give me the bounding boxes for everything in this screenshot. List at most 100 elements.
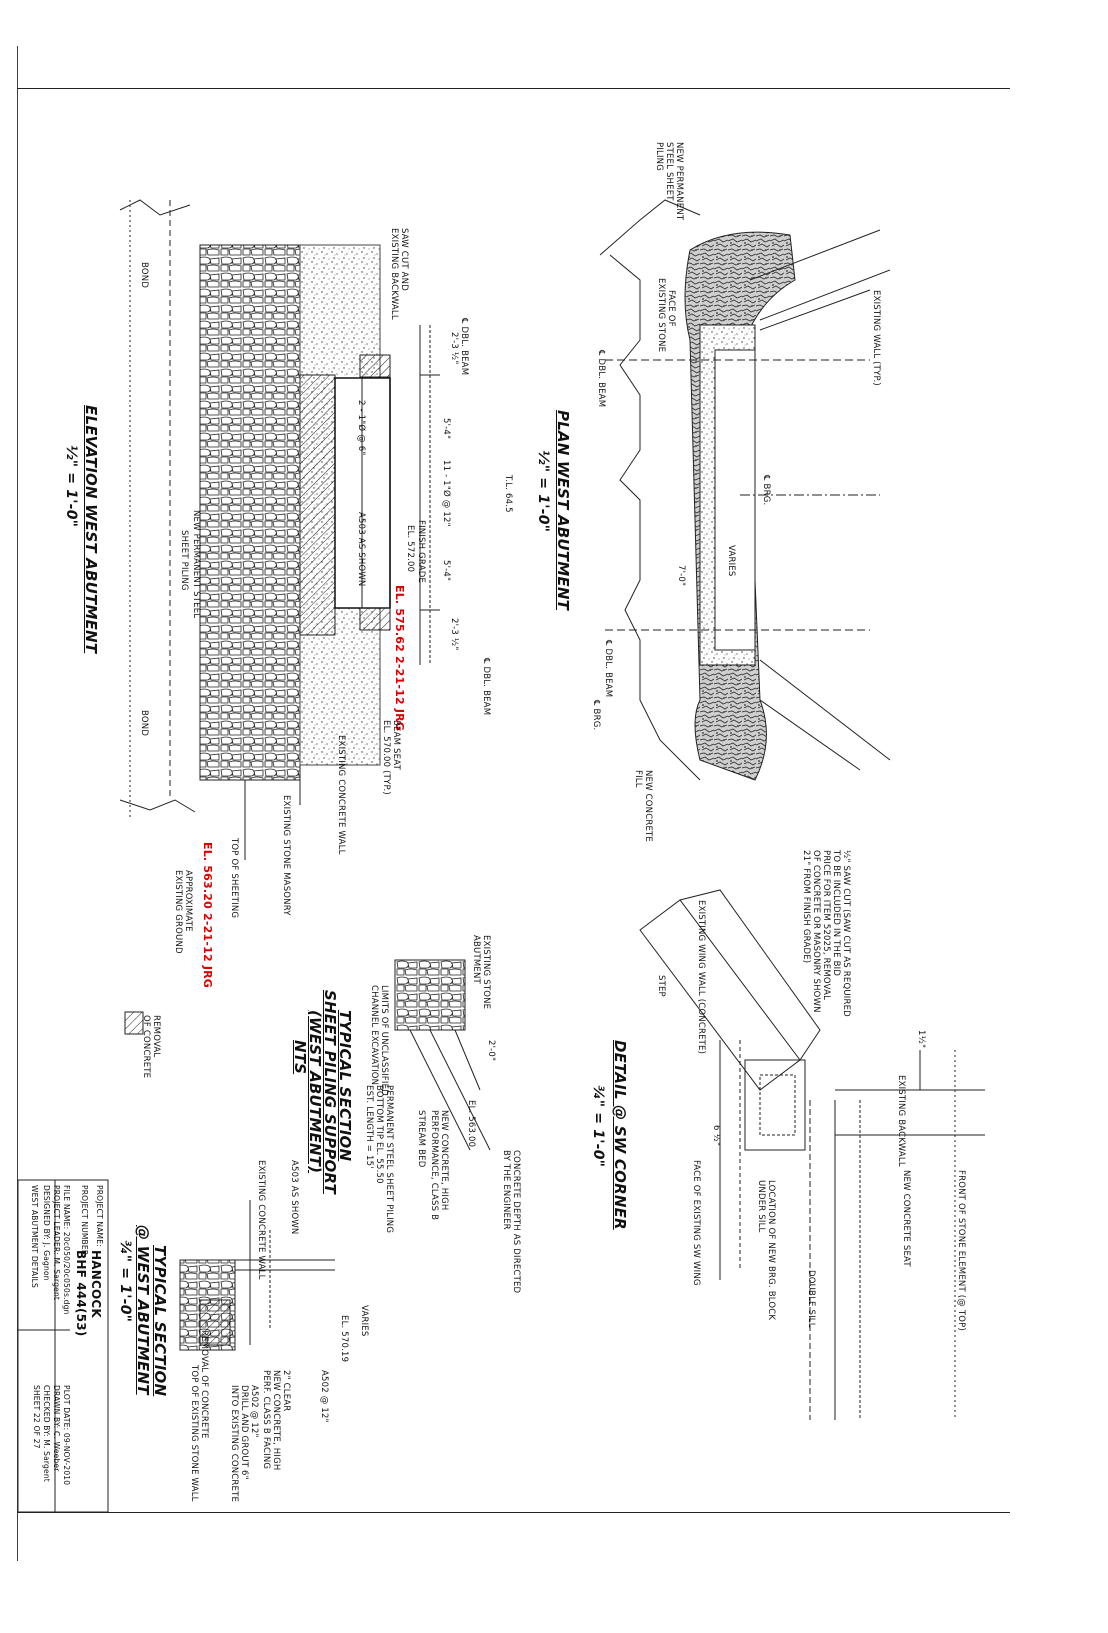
tb-project-leader: PROJECT LEADER: M. Sargent [52, 1185, 61, 1301]
sheet-pile-new-concrete: NEW CONCRETE, HIGH [439, 1110, 449, 1211]
frame-bottom-rule [17, 1512, 1010, 1513]
typical-perf: PERF. CLASS B FACING [261, 1370, 271, 1470]
sheet-pile-permanent: PERMANENT STEEL SHEET PILING [384, 1085, 394, 1234]
sheet-pile-channel: CHANNEL EXCAVATION [369, 985, 379, 1086]
elevation-dim-11: 11 - 1"Ø @ 12" [441, 460, 451, 527]
elevation-approx: APPROXIMATE [183, 870, 193, 932]
plan-title: PLAN WEST ABUTMENT [554, 410, 572, 610]
elevation-dim-5-4b: 5'-4" [441, 560, 451, 582]
typical-a502-12: A502 @ 12" [249, 1385, 259, 1438]
plan-face-of: FACE OF [666, 290, 676, 327]
elevation-sheet-piling: NEW PERMANENT STEEL [191, 510, 201, 619]
plan-cl-brg: ℄ BRG. [591, 700, 601, 731]
plan-new-concrete: NEW CONCRETE [643, 770, 653, 842]
plan-cl-dbl-beam2: ℄ DBL. BEAM [603, 640, 613, 698]
elevation-existing-concrete: EXISTING CONCRETE WALL [336, 735, 346, 855]
detail-face-wing: FACE OF EXISTING SW WING [691, 1160, 701, 1286]
elevation-bond-bottom: BOND [139, 710, 149, 737]
elevation-red-el2: EL. 563.20 2-21-12 JRG [201, 842, 214, 989]
detail-sawcut4: OF CONCRETE OR MASONRY SHOWN [811, 850, 821, 1013]
sheet-pile-existing-stone: EXISTING STONE [481, 935, 491, 1010]
elevation-sawcut: SAW CUT AND [399, 228, 409, 291]
sheet-pile-stream-bed: STREAM BED [416, 1110, 426, 1168]
typical-existing-concrete-wall: EXISTING CONCRETE WALL [256, 1160, 266, 1280]
sheet-pile-bottom-tip: BOTTOM TIP EL. 55.50 [374, 1085, 384, 1184]
title-block [17, 1179, 109, 1513]
detail-new-concrete-seat: NEW CONCRETE SEAT [901, 1170, 911, 1267]
elevation-sawcut2: EXISTING BACKWALL [389, 228, 399, 320]
typical-clear: 2" CLEAR [281, 1370, 291, 1412]
typical-title2: @ WEST ABUTMENT [134, 1225, 152, 1395]
sheet-pile-title3: (WEST ABUTMENT) [306, 1010, 324, 1174]
sheet-pile-el-563: EL. 563.00 [466, 1100, 476, 1148]
plan-view [599, 199, 891, 781]
tb-designed-by: DESIGNED BY: J. Gagnon [42, 1185, 51, 1281]
typical-into: INTO EXISTING CONCRETE [229, 1385, 239, 1503]
plan-fill: FILL [633, 770, 643, 788]
tb-project-number-label: PROJECT NUMBER: [80, 1185, 89, 1258]
elevation-red-el: EL. 575.62 2-21-12 JRG [393, 585, 406, 732]
sheet-pile-concrete-depth: CONCRETE DEPTH AS DIRECTED [511, 1150, 521, 1294]
detail-under: UNDER SILL [756, 1180, 766, 1233]
detail-existing-backwall: EXISTING BACKWALL [896, 1075, 906, 1167]
elevation-beam-seat: BEAM SEAT [391, 720, 401, 770]
sheet-pile-nts: NTS [291, 1040, 309, 1075]
sheet-pile-view [394, 959, 491, 1151]
plan-new-permanent: NEW PERMANENT [674, 142, 684, 221]
sheet-pile-abutment: ABUTMENT [471, 935, 481, 984]
elevation-beam-seat-el: EL. 570.00 (TYP.) [381, 720, 391, 795]
detail-sawcut5: 21" FROM FINISH GRADE) [801, 850, 811, 964]
sheet-pile-title2: SHEET PILING SUPPORT [321, 990, 339, 1194]
sheet-pile-performance: PERFORMANCE, CLASS B [429, 1110, 439, 1221]
plan-cl-brg2: ℄ BRG. [761, 475, 771, 506]
frame-left-rule [17, 46, 18, 1561]
plan-scale: ½" = 1'-0" [535, 450, 551, 533]
plan-steel-sheet: STEEL SHEET [664, 142, 674, 201]
elevation-existing-ground: EXISTING GROUND [173, 870, 183, 954]
plan-varies: VARIES [726, 545, 736, 577]
typical-a503: A503 AS SHOWN [289, 1160, 299, 1235]
sheet-pile-title: TYPICAL SECTION [336, 1010, 354, 1162]
elevation-dim-5-4a: 5'-4" [441, 418, 451, 440]
typical-scale: ¾" = 1'-0" [117, 1240, 133, 1323]
elevation-scale: ½" = 1'-0" [63, 445, 79, 528]
sheet-pile-limits: LIMITS OF UNCLASSIFIED [379, 985, 389, 1096]
elevation-tl-label: T.L. 64.5 [503, 475, 513, 513]
elevation-cl-beam2: ℄ DBL. BEAM [481, 658, 491, 716]
elevation-dim-2-3b: 2'-3 ½" [449, 618, 459, 651]
elevation-sheet-piling2: SHEET PILING [179, 530, 189, 591]
tb-sheet-title: WEST ABUTMENT DETAILS [30, 1185, 39, 1289]
detail-sawcut2: TO BE INCLUDED IN THE BID [831, 850, 841, 977]
detail-wing-wall: EXISTING WING WALL (CONCRETE) [696, 900, 706, 1055]
elevation-title: ELEVATION WEST ABUTMENT [82, 405, 100, 654]
detail-front-stone: FRONT OF STONE ELEMENT (@ TOP) [956, 1170, 966, 1332]
legend-removal-swatch [124, 1011, 144, 1035]
plan-dim-7: 7'-0" [676, 565, 686, 587]
plan-existing-stone: EXISTING STONE [656, 278, 666, 353]
sheet-pile-by-engineer: BY THE ENGINEER [501, 1150, 511, 1230]
detail-view [639, 889, 985, 1420]
sheet-pile-est-length: EST. LENGTH = 15' [364, 1085, 374, 1169]
elevation-view [119, 199, 440, 860]
tb-project-name-label: PROJECT NAME: [95, 1185, 104, 1247]
frame-top-rule [17, 88, 1010, 89]
typical-title: TYPICAL SECTION [151, 1245, 169, 1397]
elevation-top-sheeting: TOP OF SHEETING [229, 838, 239, 919]
tb-checked-by: CHECKED BY: M. Sargent [42, 1385, 51, 1482]
tb-sheet: SHEET 22 OF 27 [32, 1385, 41, 1449]
tb-drawn-by: DRAWN BY: C. Weeber [52, 1385, 61, 1472]
detail-location: LOCATION OF NEW BRG. BLOCK [766, 1180, 776, 1321]
detail-step: STEP [656, 975, 666, 997]
tb-project-name: HANCOCK [89, 1250, 103, 1318]
detail-sawcut3: PRICE FOR ITEM 52025, REMOVAL [821, 850, 831, 1001]
elevation-dim-2-3: 2'-3 ½" [449, 332, 459, 365]
detail-sawcut1: ½" SAW CUT (SAW CUT AS REQUIRED [841, 850, 851, 1017]
typical-a502: A502 @ 12" [319, 1370, 329, 1423]
typical-new-concrete: NEW CONCRETE, HIGH [271, 1370, 281, 1471]
legend-label2: OF CONCRETE [141, 1015, 151, 1079]
tb-project-number: BHF 444(53) [74, 1250, 88, 1337]
tb-file-name: FILE NAME: 20c050/20c050s.dgn [62, 1185, 71, 1315]
typical-removal: REMOVAL OF CONCRETE [199, 1330, 209, 1439]
detail-double-sill: DOUBLE SILL [806, 1270, 816, 1328]
